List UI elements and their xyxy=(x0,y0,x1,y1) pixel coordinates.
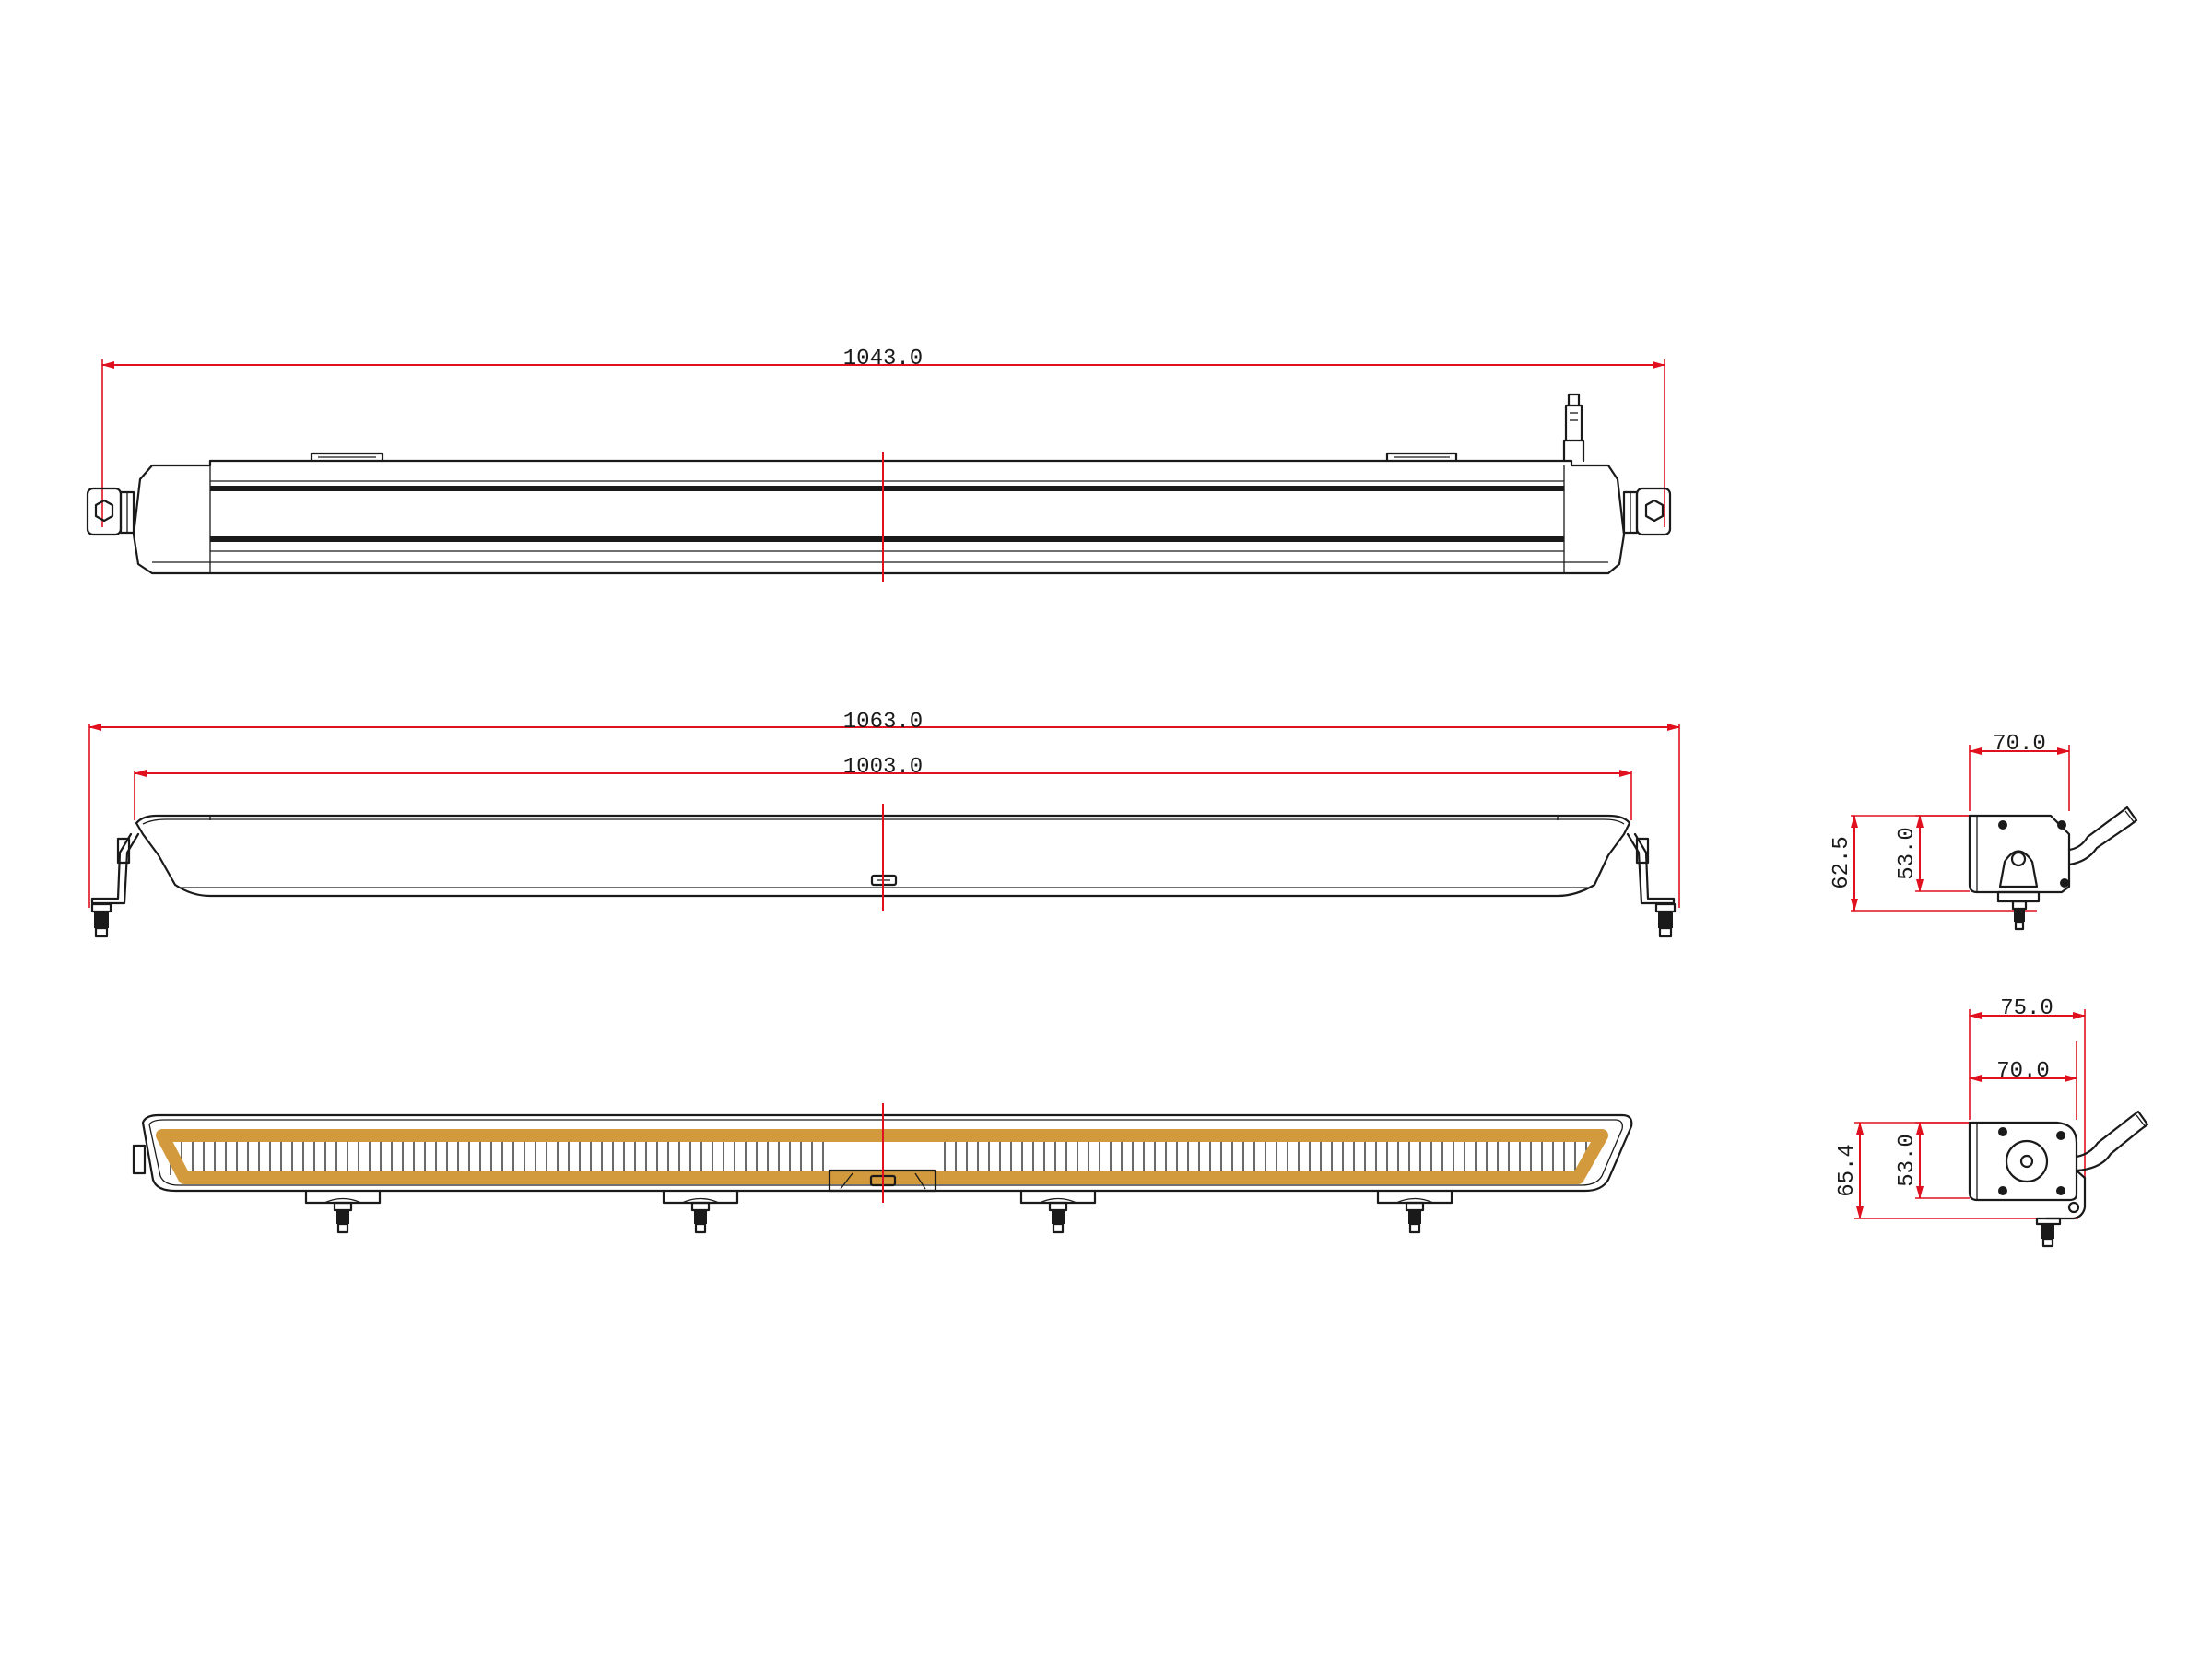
mount-nut xyxy=(336,1210,349,1224)
mount-nut xyxy=(694,1210,707,1224)
dim-side1-height-body: 53.0 xyxy=(1895,827,1920,880)
mounting-feet xyxy=(304,1189,1453,1234)
dim-side2-height-overall: 65.4 xyxy=(1835,1144,1860,1197)
mount-bolt xyxy=(694,1222,707,1234)
mount-tab xyxy=(324,1197,362,1204)
dim-side1-width: 70.0 xyxy=(1993,732,2046,757)
dim-side1-height-overall: 62.5 xyxy=(1830,836,1854,889)
mount-plate xyxy=(662,1189,739,1205)
mount-washer xyxy=(1048,1201,1068,1212)
mount-bolt xyxy=(1408,1222,1421,1234)
dim-side2-width-overall: 75.0 xyxy=(2000,996,2053,1021)
mount-tab xyxy=(681,1197,720,1204)
dim-side2-height-body: 53.0 xyxy=(1895,1134,1920,1187)
dim-front-overall: 1063.0 xyxy=(843,710,923,735)
mount-washer xyxy=(690,1201,711,1212)
side-view-1: 70.0 62.5 53.0 xyxy=(1830,732,2138,931)
dim-side2-width-body: 70.0 xyxy=(1996,1059,2050,1084)
mount-plate xyxy=(1376,1189,1453,1205)
mount-washer xyxy=(333,1201,353,1212)
dim-front-body: 1003.0 xyxy=(843,755,923,780)
mount-tab xyxy=(1395,1197,1434,1204)
side-view-2: 75.0 70.0 65.4 53.0 xyxy=(1835,996,2149,1248)
mount-washer xyxy=(1405,1201,1425,1212)
mount-plate xyxy=(304,1189,382,1205)
mount-plate xyxy=(1019,1189,1097,1205)
mount-nut xyxy=(1408,1210,1421,1224)
mount-bolt xyxy=(336,1222,349,1234)
mount-nut xyxy=(1052,1210,1065,1224)
front-view: 1063.0 1003.0 xyxy=(88,710,1680,938)
led-fins xyxy=(170,1135,1587,1175)
top-view: 1043.0 xyxy=(86,347,1672,582)
dim-top-length: 1043.0 xyxy=(843,347,923,371)
mount-bolt xyxy=(1052,1222,1065,1234)
bottom-view xyxy=(132,1103,1633,1234)
mount-tab xyxy=(1039,1197,1077,1204)
led-strip xyxy=(156,1129,1608,1184)
